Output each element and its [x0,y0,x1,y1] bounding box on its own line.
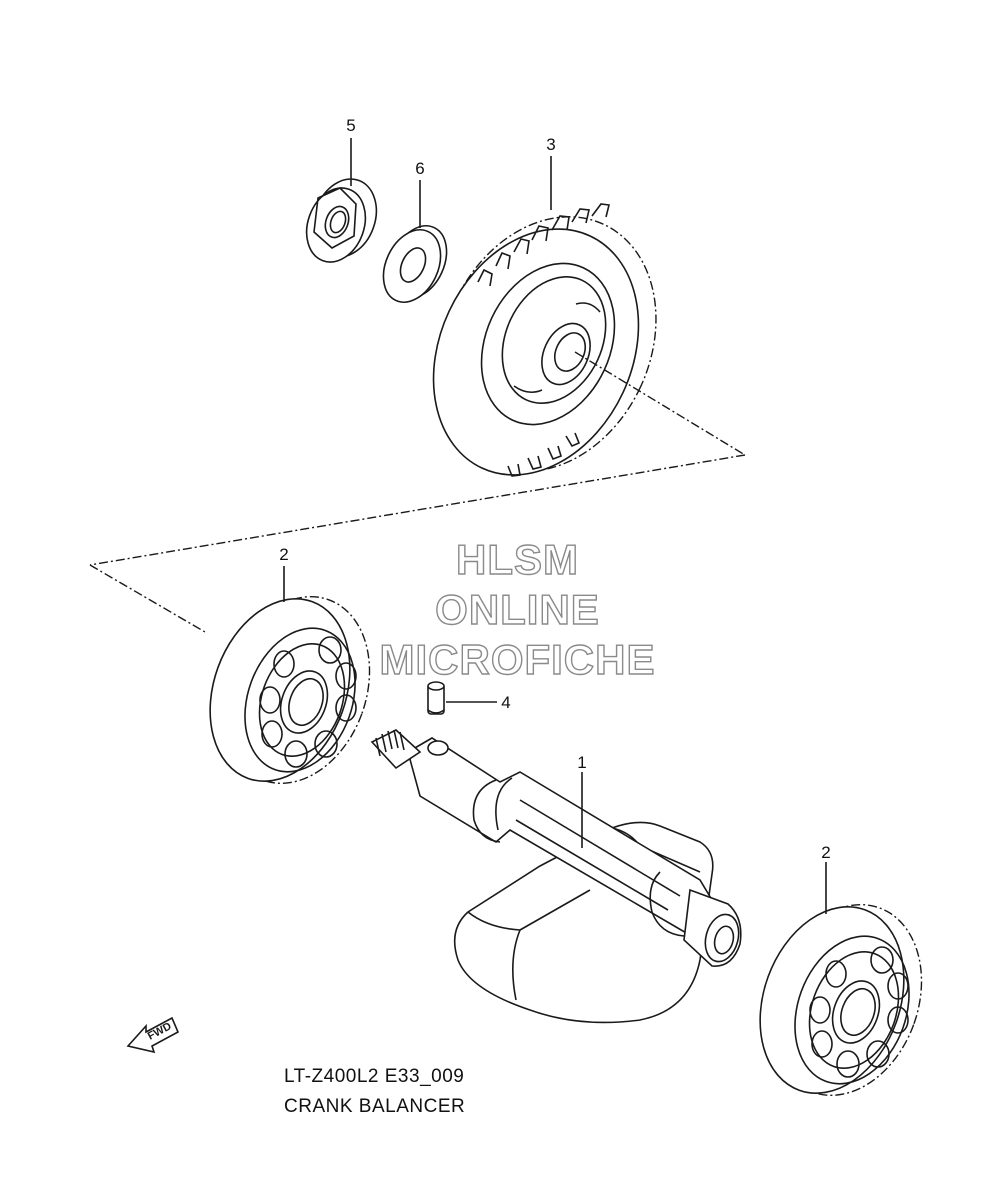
diagram-title: CRANK BALANCER [284,1096,466,1117]
leader-lines [283,138,827,914]
fwd-arrow-icon: FWD [126,1016,180,1054]
part-5-nut[interactable] [297,170,387,270]
part-6-washer[interactable] [372,217,457,312]
callout-4: 4 [501,693,510,712]
alignment-lines [89,351,746,633]
callout-2-right: 2 [821,843,830,862]
part-4-pin[interactable] [427,681,445,715]
callout-5: 5 [346,116,355,135]
watermark-line-3: MICROFICHE [379,635,656,683]
callout-6: 6 [415,159,424,178]
part-2-bearing-right[interactable] [735,883,947,1116]
callout-2-left: 2 [279,545,288,564]
watermark-line-1: HLSM [455,535,579,583]
callout-1: 1 [577,753,586,772]
part-2-bearing-left[interactable] [186,576,395,804]
part-3-gear[interactable] [395,181,696,508]
part-1-balancer-shaft[interactable] [370,729,744,1024]
model-code: LT-Z400L2 E33_009 [284,1066,465,1087]
callout-3: 3 [546,135,555,154]
watermark-line-2: ONLINE [434,585,600,633]
